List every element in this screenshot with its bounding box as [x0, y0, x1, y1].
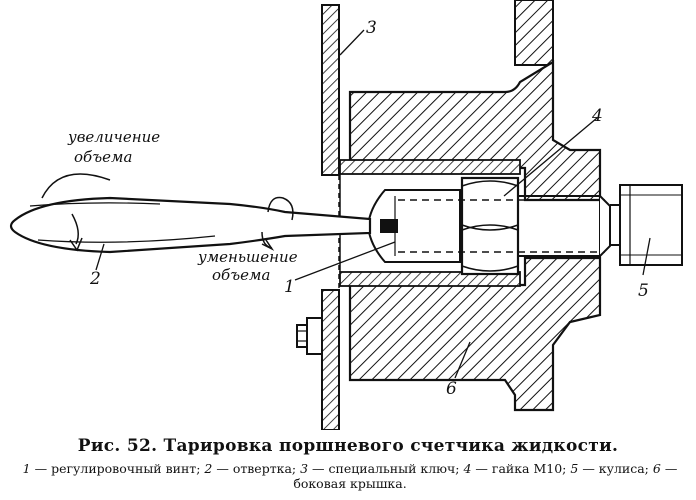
screwdriver	[9, 196, 372, 254]
upper-wall	[514, 0, 554, 66]
inner-bushing	[339, 159, 521, 287]
nut-m10	[460, 176, 520, 276]
legend-item: 2 — отвертка;	[204, 461, 297, 476]
special-key	[321, 4, 340, 430]
callout-2: 2	[89, 269, 101, 289]
callout-1: 1	[284, 277, 295, 297]
increase-rotation-arrow	[41, 173, 111, 252]
label-increase-2: объема	[74, 148, 132, 166]
legend-item: 5 — кулиса;	[570, 461, 649, 476]
decrease-rotation-arrow	[261, 196, 294, 251]
callout-3: 3	[366, 18, 377, 38]
label-decrease-2: объема	[212, 266, 270, 284]
label-increase-1: увеличение	[67, 128, 160, 146]
adjustment-screw	[366, 189, 461, 263]
legend-item: 3 — специальный ключ;	[300, 461, 460, 476]
legend-item: 4 — гайка М10;	[463, 461, 567, 476]
callout-6: 6	[446, 379, 457, 399]
side-cover	[348, 60, 602, 412]
callout-4: 4	[591, 106, 603, 126]
threaded-rod	[398, 195, 611, 257]
legend-item: 6 — боковая крышка.	[293, 461, 678, 491]
slider	[610, 184, 683, 266]
legend-item: 1 — регулировочный винт;	[22, 461, 201, 476]
figure-legend: 1 — регулировочный винт; 2 — отвертка; 3…	[14, 461, 686, 491]
figure-caption-title: Рис. 52. Тарировка поршневого счетчика ж…	[77, 436, 619, 456]
leader-lines	[95, 29, 651, 379]
fixing-bolt	[296, 317, 323, 355]
calibration-diagram: увеличение объема уменьшение объема 3 4 …	[9, 0, 683, 430]
callout-5: 5	[638, 281, 649, 301]
label-decrease-1: уменьшение	[197, 248, 298, 266]
